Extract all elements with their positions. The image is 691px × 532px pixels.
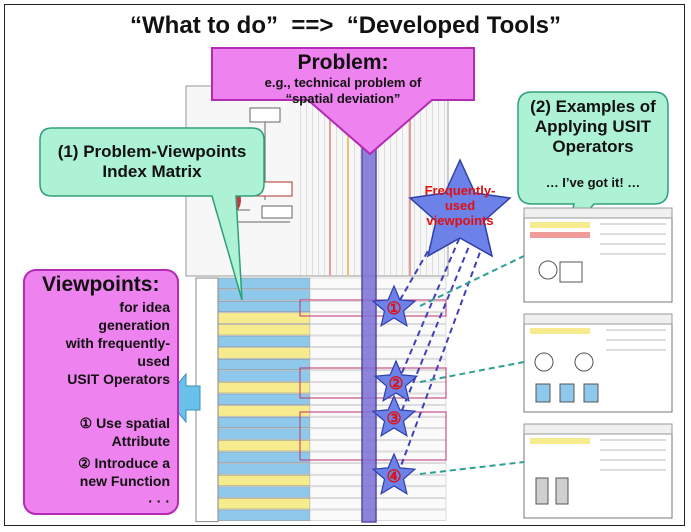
viewpoints-heading: Viewpoints: [42,273,160,296]
matrix-row-cells [309,277,447,289]
viewpoints-line-3: with frequently- [65,335,170,351]
numbered-star [373,359,419,403]
numbered-stars: ① ② ③ ④ [371,284,419,496]
problem-line-2: “spatial deviation” [285,91,401,106]
matrix-callout-line-1: (1) Problem-Viewpoints [57,142,247,161]
viewpoints-line-1: for idea [119,299,170,315]
matrix-callout-shape [39,127,265,301]
viewpoint-item-2-line-2: new Function [79,473,170,489]
viewpoint-item-1-line-1: ① Use spatial [79,415,170,431]
numbered-star-label: ① [386,299,401,318]
matrix-row [217,440,311,452]
examples-callout-line-1: (2) Examples of [530,97,656,116]
viewpoint-item-1-line-2: Attribute [111,433,170,449]
matrix-row [217,335,311,347]
viewpoints-line-5: USIT Operators [67,371,170,387]
example-doc-3 [523,423,673,519]
dashed-links [397,229,525,475]
star-label-line-2: used [444,198,476,213]
matrix-row-cells [309,335,447,347]
matrix-row-cells [309,474,447,487]
matrix-row-cells [309,347,447,359]
example-docs [523,207,673,519]
matrix-callout-line-2: Index Matrix [102,162,202,181]
viewpoints-ellipsis: · · · [148,493,170,509]
matrix-row-cells [309,451,447,463]
matrix-row [217,393,311,405]
matrix-row [217,300,311,313]
numbered-star-label: ③ [386,409,401,428]
star-label-line-3: viewpoints [426,213,494,228]
problem-line-1: e.g., technical problem of [264,75,422,90]
matrix-row [217,509,311,521]
matrix-row [217,416,311,429]
numbered-star-label: ② [388,374,403,393]
matrix-row-cells [309,358,447,371]
problem-arrow [211,47,475,156]
matrix-row [217,277,311,289]
matrix-row-cells [309,486,447,498]
frequent-viewpoints-star [408,158,512,258]
numbered-star [371,394,417,438]
viewpoints-box [23,269,179,515]
matrix-row-cells [309,324,447,336]
matrix-row [217,289,311,301]
examples-callout-line-3: Operators [552,137,634,156]
matrix-row-cells [309,289,447,301]
matrix-row [217,486,311,498]
matrix-row [217,324,311,336]
matrix-row-cells [309,498,447,510]
star-label-line-1: Frequently- [424,183,496,198]
matrix-row [217,312,311,324]
numbered-star-label: ④ [386,467,401,486]
matrix-row [217,463,311,475]
matrix-row-cells [309,416,447,429]
matrix-row-cells [309,509,447,521]
matrix-row-cells [309,428,447,440]
matrix-row-cells [309,312,447,324]
matrix-row [217,358,311,371]
matrix-row [217,382,311,394]
matrix-row [217,428,311,440]
matrix-row [217,370,311,382]
numbered-star [371,284,417,328]
example-doc-2 [523,313,673,413]
matrix-row [217,498,311,510]
examples-callout-line-4: … I’ve got it! … [545,175,641,190]
slide-title: “What to do” ==> “Developed Tools” [130,12,561,39]
matrix-row [217,451,311,463]
matrix-row [217,347,311,359]
matrix-row-cells [309,440,447,452]
viewpoints-line-2: generation [98,317,170,333]
numbered-star [371,452,417,496]
matrix-row [217,474,311,487]
viewpoints-line-4: used [137,353,170,369]
matrix-row [217,405,311,417]
example-doc-1 [523,207,673,303]
matrix-row-cells [309,393,447,405]
problem-heading: Problem: [297,51,389,74]
examples-callout-line-2: Applying USIT [534,117,652,136]
viewpoint-item-2-line-1: ② Introduce a [78,455,170,471]
examples-callout-shape [517,91,669,237]
matrix-row-cells [309,382,447,394]
